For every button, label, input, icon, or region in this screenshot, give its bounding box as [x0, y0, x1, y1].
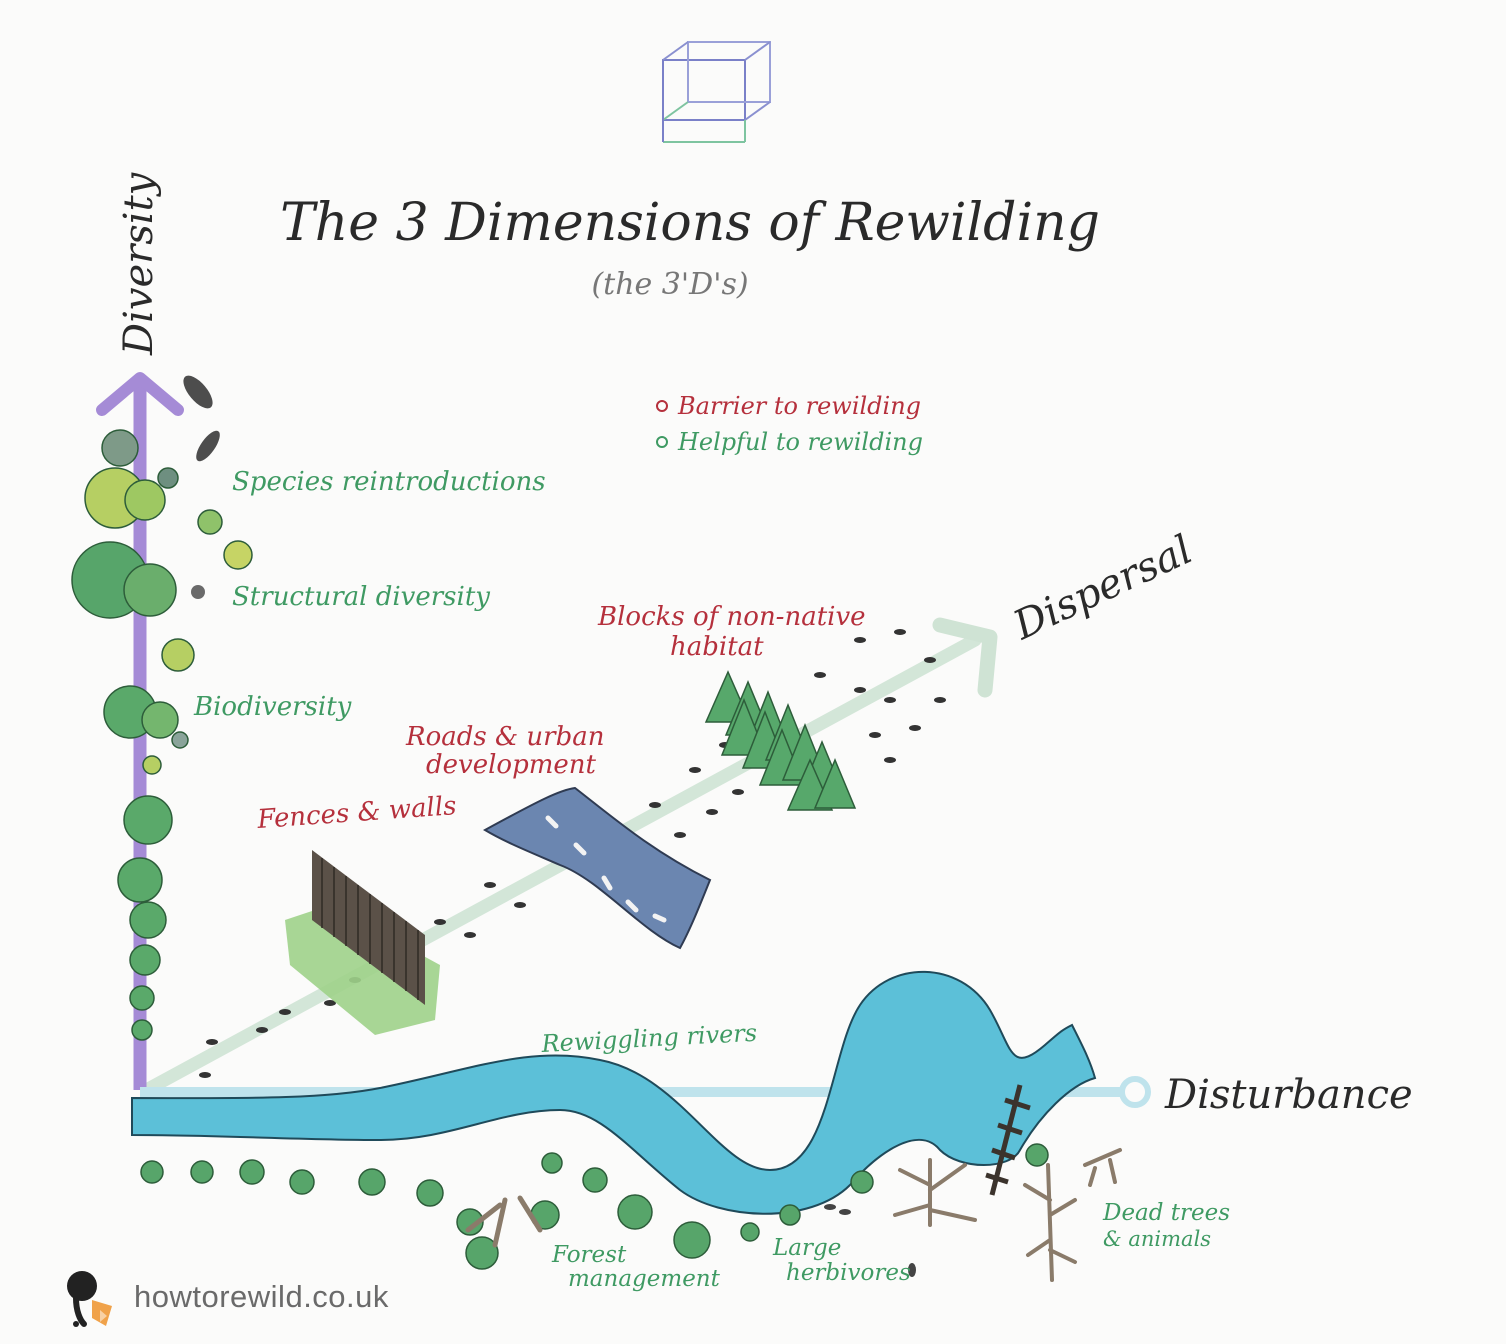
legend-helpful-label: Helpful to rewilding	[677, 428, 923, 456]
river-illustration	[131, 970, 1097, 1215]
dispersal-axis-label: Dispersal	[1006, 527, 1199, 650]
roads-label-line2: development	[426, 750, 597, 780]
legend-helpful-marker	[656, 436, 668, 448]
disturbance-axis-label: Disturbance	[1164, 1072, 1413, 1118]
animal-silhouettes-illustration	[183, 375, 220, 599]
legend-barrier-label: Barrier to rewilding	[677, 392, 921, 420]
large-herbivores-label-line2: herbivores	[786, 1260, 911, 1286]
species-reintroductions-label: Species reintroductions	[232, 467, 546, 497]
biodiversity-label: Biodiversity	[193, 692, 352, 722]
blocks-label-line1: Blocks of non-native	[597, 602, 866, 632]
diagram-subtitle: (the 3'D's)	[591, 267, 748, 302]
herbivore-tracks-illustration	[824, 1204, 916, 1277]
site-branding[interactable]: howtorewild.co.uk	[62, 1262, 389, 1332]
shrub-row-illustration	[140, 1143, 1049, 1270]
blocks-label-line2: habitat	[670, 632, 764, 662]
animal-tracks	[199, 629, 946, 1078]
forest-management-label-line2: management	[568, 1266, 721, 1292]
felled-logs-illustration	[465, 1195, 543, 1248]
dead-trees-label-line1: Dead trees	[1102, 1200, 1230, 1226]
road-illustration	[482, 786, 712, 950]
fences-label: Fences & walls	[255, 791, 457, 835]
cube-icon	[662, 41, 771, 143]
forest-management-label-line1: Forest	[551, 1242, 627, 1268]
beaver-dam-illustration	[985, 1084, 1031, 1196]
structural-diversity-label: Structural diversity	[232, 582, 490, 612]
conifer-block-illustration	[704, 670, 857, 811]
fence-illustration	[285, 850, 440, 1035]
large-herbivores-label-line1: Large	[772, 1235, 841, 1261]
rewiggling-rivers-label: Rewiggling rivers	[540, 1019, 758, 1058]
tree-column-illustration	[71, 429, 253, 1041]
legend-barrier-marker	[656, 400, 668, 412]
rewild-bird-logo-icon	[67, 1271, 112, 1327]
dead-trees-label-line2: & animals	[1103, 1227, 1211, 1251]
dead-tree-illustration	[893, 1148, 1122, 1282]
roads-label-line1: Roads & urban	[405, 722, 604, 752]
site-url[interactable]: howtorewild.co.uk	[134, 1279, 389, 1314]
legend: Barrier to rewilding Helpful to rewildin…	[656, 392, 923, 456]
diversity-axis-label: Diversity	[116, 171, 162, 356]
diagram-title: The 3 Dimensions of Rewilding	[280, 193, 1100, 253]
